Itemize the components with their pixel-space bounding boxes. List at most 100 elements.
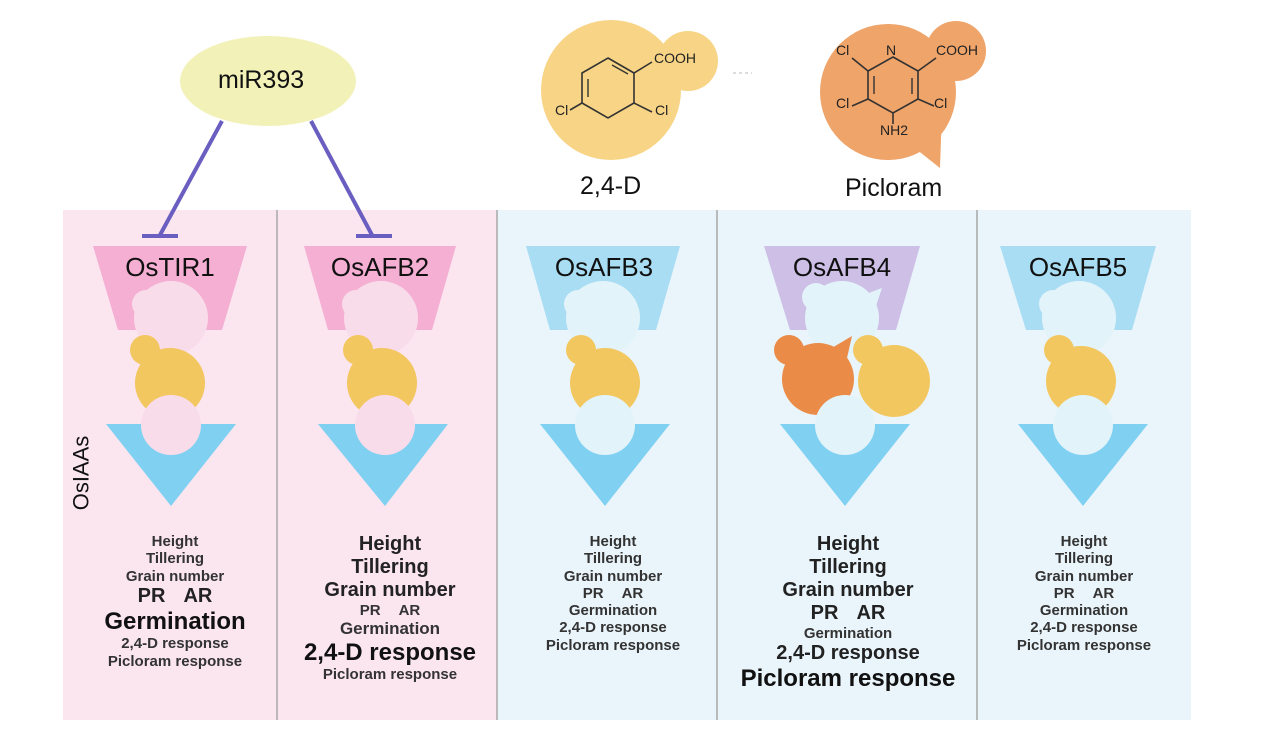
trait-line: 2,4-D response (65, 635, 285, 652)
receptor-osafb5 (1000, 246, 1156, 506)
trait-line: Grain number (503, 568, 723, 585)
mir393-label: miR393 (218, 66, 305, 94)
trait-item: PR (582, 584, 604, 602)
trait-item: Tillering (1054, 550, 1114, 568)
2-4-d-cooh: COOH (654, 50, 696, 66)
trait-line: Picloram response (738, 665, 958, 693)
trait-line: Height (738, 533, 958, 556)
receptor-title: OsTIR1 (125, 252, 215, 282)
trait-item: 2,4-D response (303, 638, 477, 666)
inhibition-line (158, 120, 224, 236)
trait-item: Grain number (1034, 567, 1134, 585)
trait-line: Grain number (280, 579, 500, 602)
trait-line: Germination (738, 625, 958, 642)
trait-item: Height (816, 533, 880, 555)
trait-line: Grain number (65, 568, 285, 585)
receptor-title: OsAFB4 (792, 252, 892, 282)
picloram-cl-6: Cl (836, 42, 850, 58)
inhibition-line (309, 120, 374, 236)
trait-line: Grain number (974, 568, 1194, 585)
trait-line: PR AR (974, 585, 1194, 602)
trait-item: Picloram response (1016, 636, 1152, 654)
trait-line: Tillering (280, 556, 500, 579)
receptor-title: OsAFB2 (330, 252, 430, 282)
picloram-nh2: NH2 (880, 122, 909, 138)
trait-item: PR (810, 602, 839, 624)
trait-line: Germination (65, 608, 285, 636)
trait-item: AR (856, 602, 886, 624)
trait-item: Picloram response (545, 636, 681, 654)
trait-item: Grain number (782, 579, 914, 601)
trait-line: 2,4-D response (974, 619, 1194, 636)
trait-line: 2,4-D response (280, 639, 500, 667)
trait-item: AR (1092, 584, 1115, 602)
2-4-d-cl-para: Cl (555, 102, 569, 118)
trait-item: Tillering (351, 556, 429, 578)
trait-item: Picloram response (107, 652, 243, 670)
trait-line: Tillering (65, 550, 285, 567)
trait-item: Germination (568, 602, 658, 619)
trait-item: AR (183, 584, 213, 607)
trait-line: Germination (974, 602, 1194, 619)
trait-item: Tillering (145, 550, 205, 568)
trait-item: Grain number (563, 567, 663, 585)
trait-line: Picloram response (974, 637, 1194, 654)
trait-item: Height (151, 533, 199, 550)
trait-item: Height (1060, 533, 1108, 550)
trait-item: AR (621, 584, 644, 602)
trait-item: Germination (104, 607, 246, 635)
trait-line: Height (65, 533, 285, 550)
trait-line: Germination (280, 619, 500, 639)
picloram-n: N (886, 42, 897, 58)
trait-item: Germination (339, 619, 441, 639)
trait-line: Grain number (738, 579, 958, 602)
trait-line: Tillering (974, 550, 1194, 567)
picloram-cooh: COOH (936, 42, 978, 58)
trait-item: Germination (1039, 602, 1129, 619)
trait-item: Grain number (125, 567, 225, 585)
trait-item: Height (589, 533, 637, 550)
trait-line: Germination (503, 602, 723, 619)
receptor-ostir1 (93, 246, 247, 506)
trait-line: PR AR (738, 602, 958, 625)
trait-item: PR (137, 584, 166, 607)
trait-item: 2,4-D response (1030, 619, 1138, 637)
trait-item: Tillering (583, 550, 643, 568)
trait-line: 2,4-D response (503, 619, 723, 636)
trait-item: 2,4-D response (121, 635, 229, 653)
picloram-label: Picloram (845, 174, 943, 202)
trait-item: Picloram response (322, 666, 458, 684)
receptor-osafb2 (304, 246, 456, 506)
osiaas-label: OsIAAs (68, 435, 94, 511)
receptor-osafb3 (526, 246, 680, 506)
2-4-d-cl-ortho: Cl (655, 102, 669, 118)
receptor-title: OsAFB3 (554, 252, 654, 282)
trait-line: PR AR (65, 585, 285, 608)
trait-line: Tillering (738, 556, 958, 579)
receptor-title: OsAFB5 (1028, 252, 1128, 282)
trait-line: Tillering (503, 550, 723, 567)
trait-line: PR AR (280, 602, 500, 619)
trait-item: Germination (803, 625, 893, 642)
picloram-molecule (820, 21, 986, 168)
trait-item: Height (358, 533, 422, 555)
2-4-d-label: 2,4-D (580, 172, 642, 200)
trait-line: Picloram response (65, 653, 285, 670)
trait-item: PR (359, 602, 381, 619)
trait-line: Height (503, 533, 723, 550)
trait-line: Picloram response (503, 637, 723, 654)
trait-item: AR (398, 602, 421, 619)
trait-item: PR (1053, 584, 1075, 602)
receptor-osafb4 (764, 246, 930, 506)
mir393-ellipse (180, 36, 356, 126)
picloram-cl-3: Cl (934, 95, 948, 111)
trait-line: 2,4-D response (738, 642, 958, 665)
trait-line: Picloram response (280, 666, 500, 683)
2-4-d-molecule (541, 20, 718, 160)
trait-item: Tillering (809, 556, 887, 578)
